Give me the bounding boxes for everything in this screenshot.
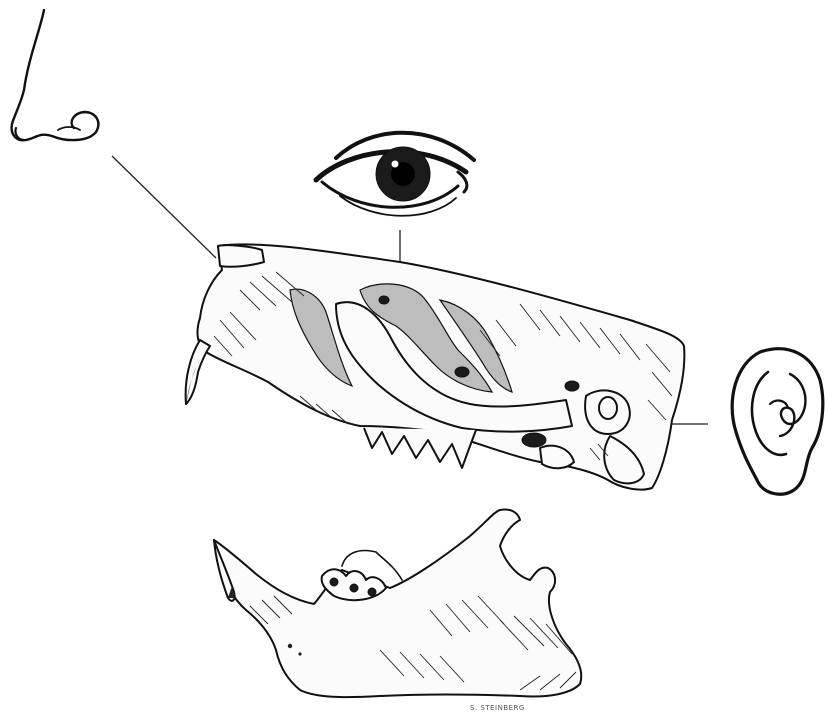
nose-icon (12, 10, 99, 140)
cranium-drawing (186, 244, 685, 489)
ear-icon (732, 349, 823, 494)
mandible-drawing (214, 509, 581, 697)
eye-icon (316, 133, 474, 216)
nose-pointer-line (112, 156, 216, 258)
artist-signature: S. STEINBERG (470, 704, 525, 712)
